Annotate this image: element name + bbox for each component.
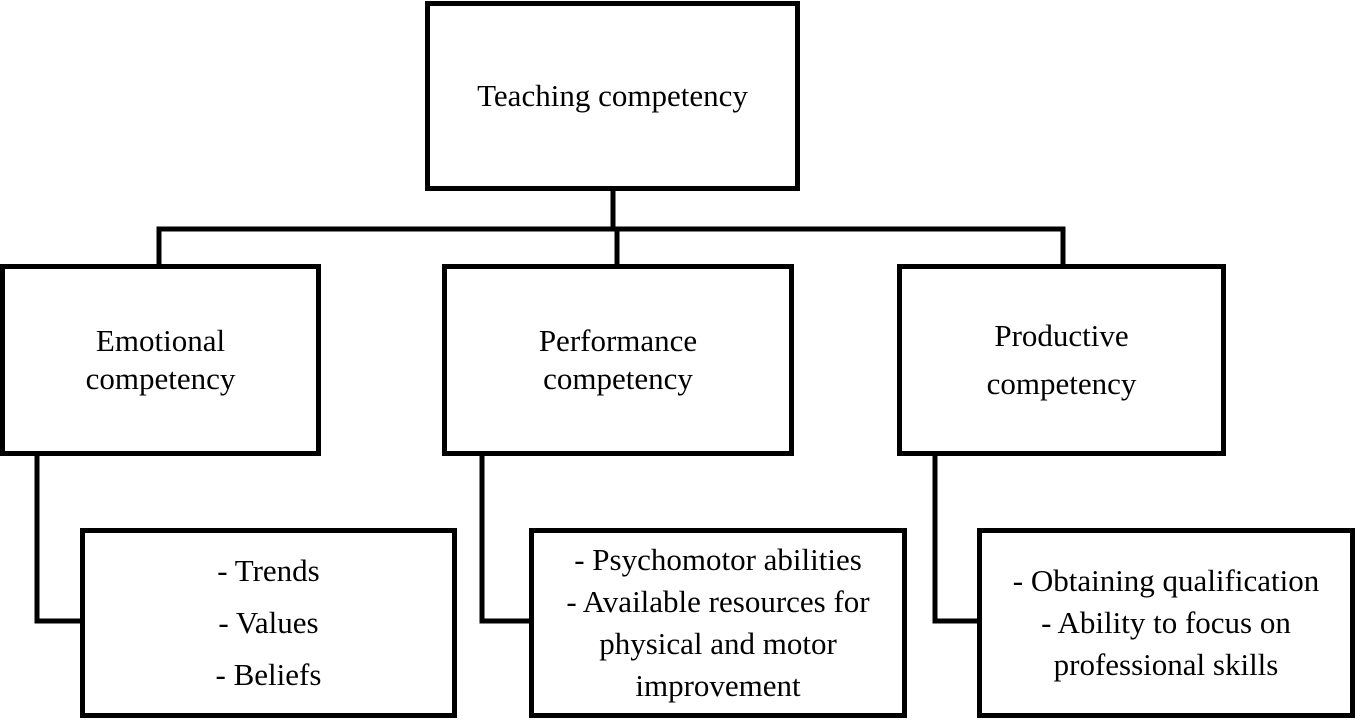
elbow-line-performance [479,449,535,624]
root-box-teaching-competency: Teaching competency [425,1,800,191]
list-item: physical and motor [599,626,837,661]
item-box-productive: - Obtaining qualification - Ability to f… [977,528,1355,718]
root-label: Teaching competency [477,78,748,114]
category-box-emotional: Emotional competency [0,264,321,456]
category-title-line-2: competency [543,361,693,396]
category-box-productive: Productive competency [897,264,1226,456]
category-box-performance: Performance competency [442,264,794,456]
category-title-line-2: competency [85,361,236,396]
list-item: - Beliefs [215,656,322,692]
list-item: - Ability to focus on [1041,605,1291,641]
list-item: - Available resources for [566,584,870,620]
category-title-line-2: competency [986,366,1137,401]
list-item: improvement [635,667,801,703]
list-item: - Psychomotor abilities [574,542,862,578]
category-title-line-1: Emotional [95,323,226,359]
elbow-line-emotional [34,449,86,624]
list-item: - Trends [217,553,320,589]
elbow-line-productive [932,449,983,624]
item-box-emotional: - Trends - Values - Beliefs [80,528,457,718]
list-item: - Values [218,605,319,641]
list-item: professional skills [1053,646,1279,682]
list-item: - Obtaining qualification [1012,563,1320,599]
item-box-performance: - Psychomotor abilities - Available reso… [529,528,907,718]
category-title-line-1: Performance [538,323,698,359]
category-title-line-1: Productive [994,318,1129,354]
